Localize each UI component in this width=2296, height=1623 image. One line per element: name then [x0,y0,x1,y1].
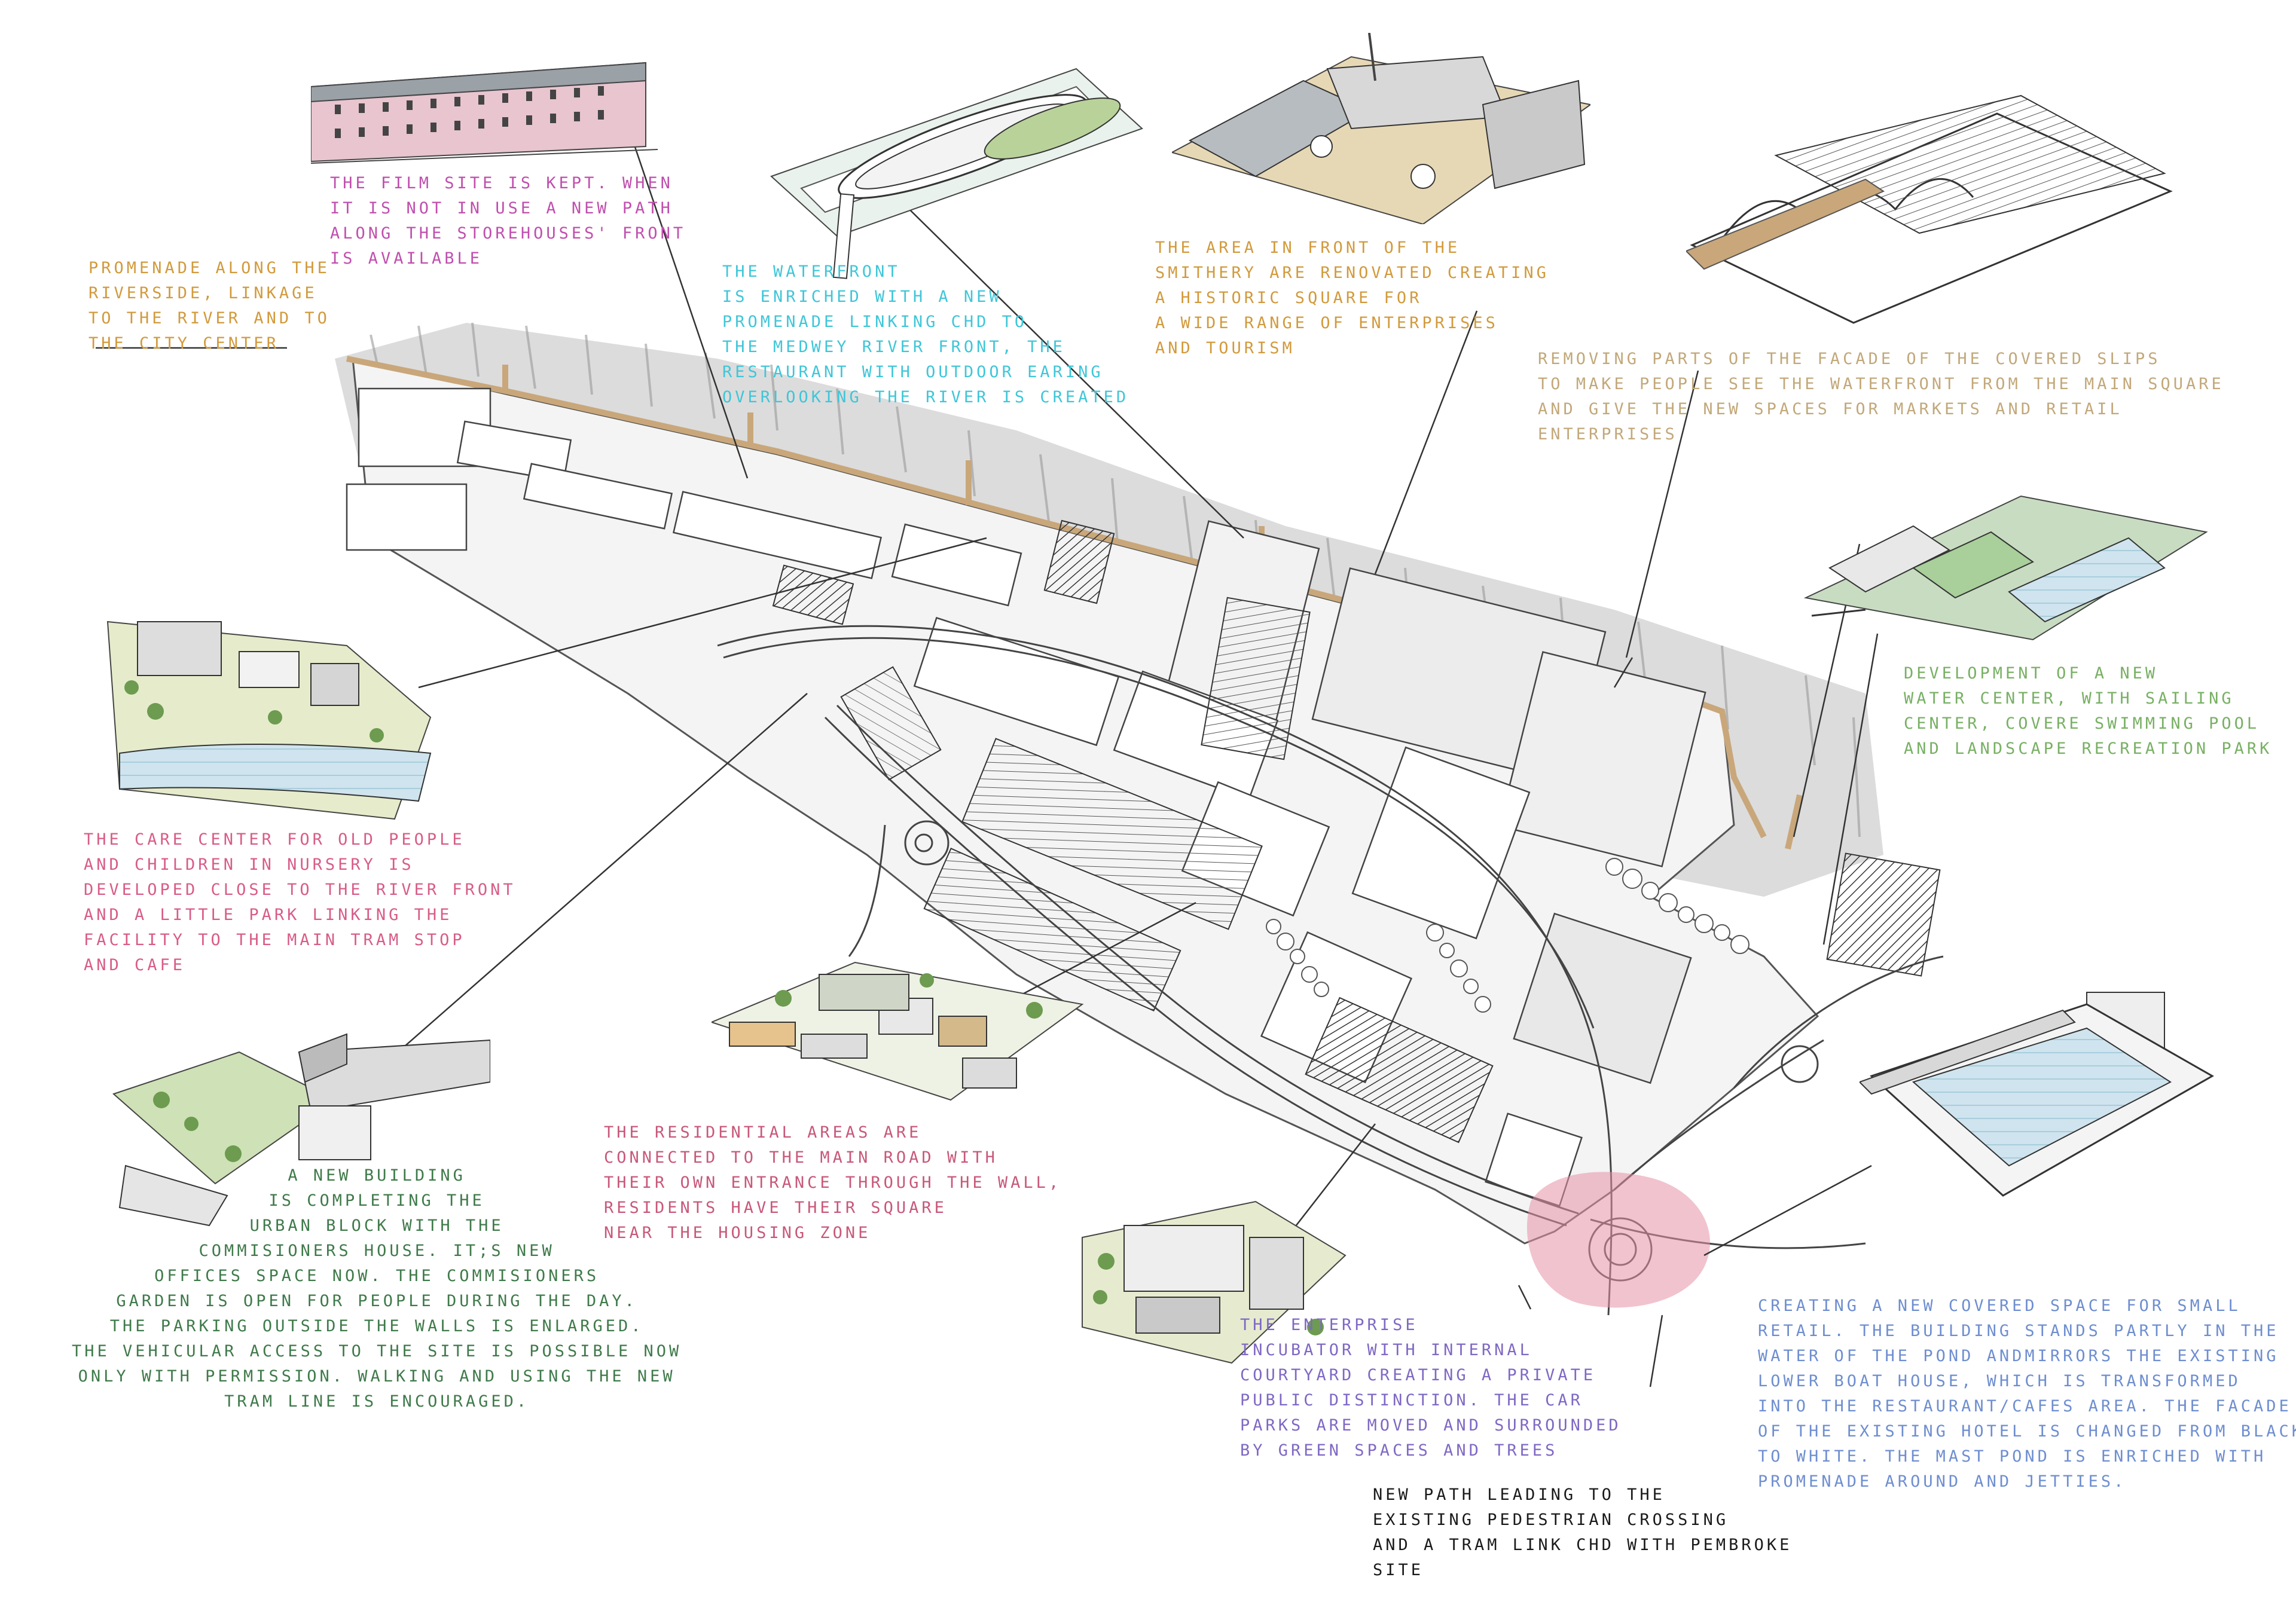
mast-pond-sketch [1860,992,2215,1197]
water-center-sketch [1803,495,2208,641]
tree-clusters [1266,858,1750,1013]
film-site-note: THE FILM SITE IS KEPT. WHEN IT IS NOT IN… [330,174,686,268]
new-building-note: A NEW BUILDING IS COMPLETING THE URBAN B… [72,1166,682,1411]
residential-sketch [712,961,1084,1101]
storehouses-sketch [311,62,658,164]
residential-note: THE RESIDENTIAL AREAS ARE CONNECTED TO T… [604,1123,1062,1242]
pink-roundabout-zone [1526,1172,1710,1308]
enterprise-incubator-sketch [1082,1200,1347,1364]
smithery-square-sketch [1172,33,1590,224]
care-center-note: THE CARE CENTER FOR OLD PEOPLE AND CHILD… [84,830,516,974]
water-center-note: DEVELOPMENT OF A NEW WATER CENTER, WITH … [1904,664,2273,758]
care-center-sketch [106,621,432,820]
waterfront-note: THE WATERFRONT IS ENRICHED WITH A NEW PR… [722,262,1129,406]
new-path-note: NEW PATH LEADING TO THE EXISTING PEDESTR… [1373,1486,1793,1579]
covered-space-note: CREATING A NEW COVERED SPACE FOR SMALL R… [1758,1297,2296,1491]
promenade-note: PROMENADE ALONG THE RIVERSIDE, LINKAGE T… [88,259,330,353]
building-blocks [346,387,1706,1207]
covered-slips-sketch [1686,94,2173,324]
covered-slips-note: REMOVING PARTS OF THE FACADE OF THE COVE… [1538,350,2224,444]
hatched-blocks [772,519,1941,1144]
smithery-note: THE AREA IN FRONT OF THE SMITHERY ARE RE… [1155,239,1549,357]
roads [717,625,1944,1316]
commissioners-house-sketch [112,1033,490,1227]
enterprise-note: THE ENTERPRISE INCUBATOR WITH INTERNAL C… [1240,1316,1622,1460]
waterfront-sketch [770,68,1143,279]
